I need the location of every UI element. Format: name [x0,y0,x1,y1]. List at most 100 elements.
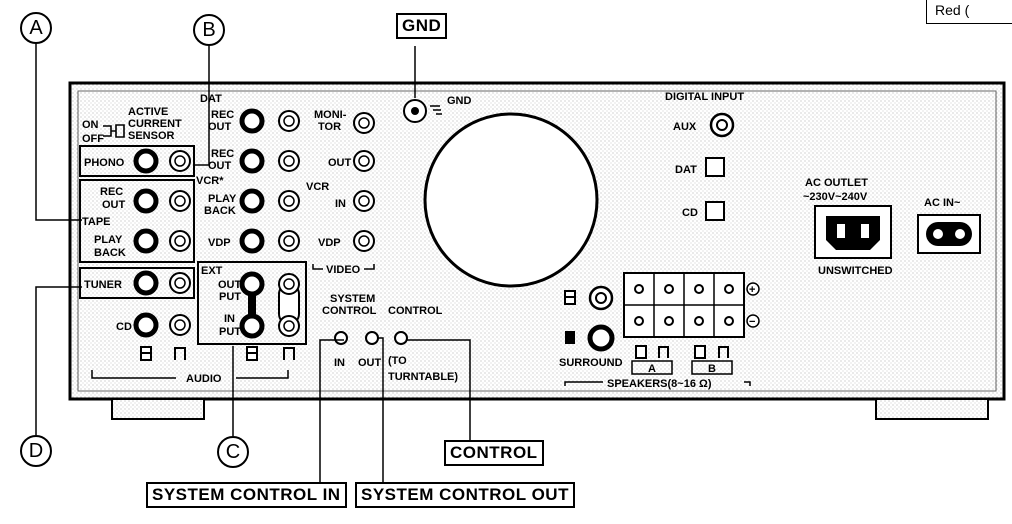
jack-tape-play-r [169,230,191,252]
jack-video-in [353,190,375,212]
tape-back-label: BACK [94,247,126,259]
vcr-back-label: BACK [204,205,236,217]
cd-audio-label: CD [116,321,132,333]
speakers-bracket [564,381,751,386]
video-bracket [312,264,375,270]
optical-dat-port [705,157,725,177]
tape-play-label: PLAY [94,234,123,246]
jack-digital-aux [709,112,735,138]
monitor-label-1: MONI- [314,109,347,121]
vcr-play-label: PLAY [208,193,237,205]
vcr-star-label: VCR* [196,175,224,187]
ext-out-label-1: OUT [218,279,242,291]
speaker-a-label: A [648,363,656,375]
ext-in-label-1: IN [224,313,235,325]
ext-in-label-2: PUT [219,326,241,338]
panel-inner-frame [77,90,997,392]
dat-digital-label: DAT [675,164,697,176]
left-channel-icon [246,346,258,361]
sc-out-label: OUT [358,357,382,369]
phono-label: PHONO [84,157,125,169]
digital-input-label: DIGITAL INPUT [665,91,744,103]
jack-dat-rec-out-l [239,108,265,134]
foot-left [111,398,205,420]
jack-vdp-r [278,230,300,252]
ac-outlet-label-1: AC OUTLET [805,177,868,189]
callout-b: B [193,14,225,46]
surround-label: SURROUND [559,357,623,369]
right-channel-icon [283,347,295,360]
jack-ext-out-r [278,273,300,295]
jack-tuner-r [169,272,191,294]
ext-label: EXT [201,265,223,277]
jack-ext-out-l [239,271,265,297]
plus-label: + [749,284,755,296]
to-turntable-label-1: (TO [388,355,407,367]
gnd-callout: GND [396,13,448,39]
legend-box: Red ( [926,0,1012,24]
to-turntable-label-2: TURNTABLE) [388,371,458,383]
tape-out-label: OUT [102,199,126,211]
foot-right [875,398,989,420]
monitor-label-2: TOR [318,121,341,133]
unswitched-label: UNSWITCHED [818,265,893,277]
ac-in-socket [917,214,981,254]
callout-c: C [217,436,249,468]
video-label: VIDEO [326,264,361,276]
jack-system-control-in [334,331,348,345]
jack-control [394,331,408,345]
video-in-label: IN [335,198,346,210]
jack-vcr-rec-out-r [278,150,300,172]
minus-label: − [749,316,755,328]
minus-marker [746,314,760,328]
system-control-in-callout: SYSTEM CONTROL IN [146,482,347,508]
jack-vdp-video [353,230,375,252]
speaker-b-label: B [708,363,716,375]
left-channel-icon [564,290,576,305]
jack-tuner-l [133,270,159,296]
video-out-label: OUT [328,157,352,169]
leader-lines [35,42,471,482]
left-channel-icon [140,346,152,361]
system-control-out-callout: SYSTEM CONTROL OUT [355,482,575,508]
jack-phono-l [133,148,159,174]
jack-monitor [353,112,375,134]
tape-rec-label: REC [100,186,123,198]
ac-outlet-label-2: ~230V~240V [803,191,868,203]
jack-tape-rec-out-l [133,188,159,214]
vdp-video-label: VDP [318,237,341,249]
right-channel-icon [658,346,669,358]
sc-in-label: IN [334,357,345,369]
vcr-rec-label: REC [211,148,234,160]
tuner-frame [79,267,195,299]
jack-cd-r [169,314,191,336]
jack-ext-in-r [278,315,300,337]
cooling-fan [423,112,599,288]
system-control-label-2: CONTROL [322,305,377,317]
jack-phono-r [169,150,191,172]
dat-label: DAT [200,93,222,105]
ext-bridge-l [248,282,256,326]
jack-system-control-out [365,331,379,345]
dat-rec-label: REC [211,109,234,121]
jack-vcr-play-r [278,190,300,212]
jack-surround-l [588,285,614,311]
jack-dat-rec-out-r [278,110,300,132]
off-label: OFF [82,133,104,145]
plus-marker [746,282,760,296]
ac-in-label: AC IN~ [924,197,961,209]
jack-ext-in-l [239,313,265,339]
speaker-b-box [691,360,733,375]
right-channel-icon [565,331,575,344]
sensor-label-1: ACTIVE [128,106,168,118]
callout-d: D [20,435,52,467]
panel-gnd-label: GND [447,95,472,107]
tuner-label: TUNER [84,279,122,291]
vcr-label: VCR [306,181,329,193]
optical-cd-port [705,201,725,221]
tape-label: TAPE [82,216,111,228]
aux-label: AUX [673,121,697,133]
speakers-label: SPEAKERS(8~16 Ω) [607,378,712,390]
jack-tape-play-l [133,228,159,254]
